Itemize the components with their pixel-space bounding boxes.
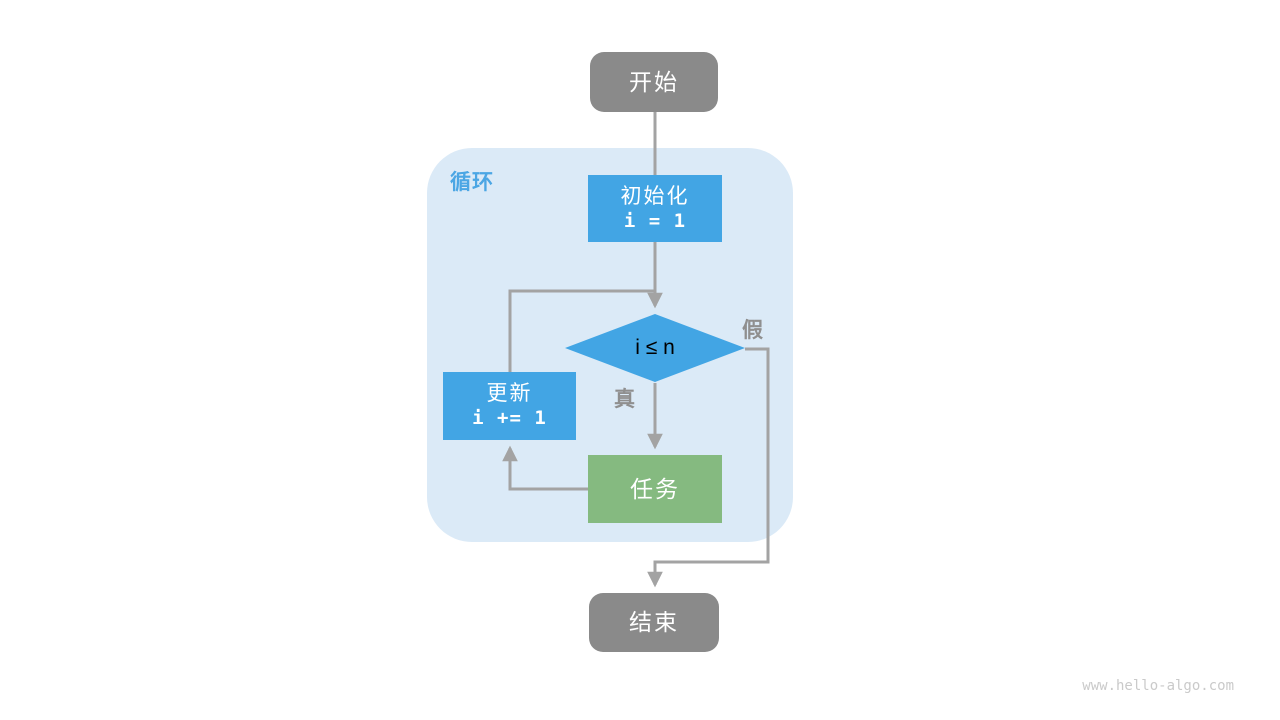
update-node-label: 更新 (486, 382, 533, 405)
end-node-label: 结束 (629, 609, 679, 636)
start-node: 开始 (590, 52, 718, 112)
edge-condition-false-to-end (647, 347, 770, 588)
condition-node-code: i ≤ n (635, 336, 675, 359)
task-node-label: 任务 (630, 475, 680, 502)
edge-task-to-update (502, 445, 588, 491)
update-node: 更新 i += 1 (443, 372, 576, 440)
end-node: 结束 (589, 593, 719, 652)
false-branch-label: 假 (742, 319, 764, 342)
loop-region-label: 循环 (450, 171, 494, 194)
start-node-label: 开始 (629, 68, 679, 95)
edge-update-feedback (508, 289, 657, 372)
task-node: 任务 (588, 455, 722, 523)
update-node-code: i += 1 (472, 407, 547, 430)
true-branch-label: 真 (614, 388, 636, 411)
init-node: 初始化 i = 1 (588, 175, 722, 242)
init-node-label: 初始化 (620, 184, 690, 208)
watermark: www.hello-algo.com (1082, 678, 1234, 694)
init-node-code: i = 1 (623, 209, 687, 232)
